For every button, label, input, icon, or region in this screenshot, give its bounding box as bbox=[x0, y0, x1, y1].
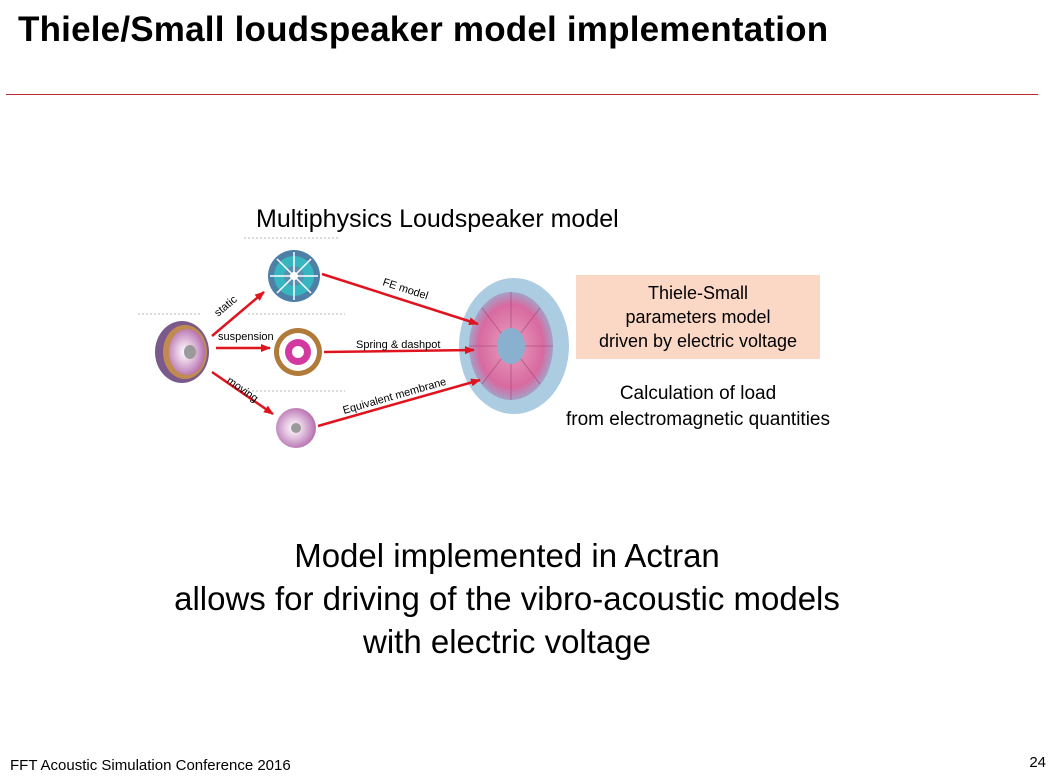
loudspeaker-diagram: static suspension moving FE model Spring… bbox=[138, 237, 569, 448]
combined-model-image bbox=[459, 278, 569, 414]
main-message-line-3: with electric voltage bbox=[363, 623, 651, 660]
calculation-note: Calculation of load from electromagnetic… bbox=[540, 381, 856, 433]
arrow-static bbox=[211, 291, 265, 337]
thiele-small-line-2: parameters model bbox=[625, 307, 771, 327]
label-spring-dashpot: Spring & dashpot bbox=[356, 339, 440, 351]
main-message-line-2: allows for driving of the vibro-acoustic… bbox=[174, 580, 840, 617]
thiele-small-box: Thiele-Small parameters model driven by … bbox=[576, 275, 820, 359]
arrow-fe-model bbox=[321, 272, 479, 326]
main-message-line-1: Model implemented in Actran bbox=[294, 537, 720, 574]
loudspeaker-assembly-image bbox=[138, 313, 209, 383]
main-message: Model implemented in Actran allows for d… bbox=[80, 534, 934, 663]
suspension-part-image bbox=[248, 313, 345, 376]
label-equivalent-membrane: Equivalent membrane bbox=[342, 376, 448, 417]
arrow-equivalent-membrane bbox=[317, 378, 481, 428]
thiele-small-line-1: Thiele-Small bbox=[647, 283, 749, 303]
figure-caption: Multiphysics Loudspeaker model bbox=[256, 205, 619, 233]
page-number: 24 bbox=[1029, 754, 1046, 771]
calculation-line-2: from electromagnetic quantities bbox=[565, 409, 830, 430]
slide-title: Thiele/Small loudspeaker model implement… bbox=[18, 10, 829, 49]
label-fe-model: FE model bbox=[381, 276, 429, 302]
label-moving: moving bbox=[224, 375, 260, 405]
thiele-small-line-3: driven by electric voltage bbox=[598, 331, 798, 351]
static-part-image bbox=[244, 237, 340, 302]
title-divider bbox=[6, 94, 1038, 95]
calculation-line-1: Calculation of load bbox=[619, 383, 777, 404]
arrow-moving bbox=[211, 370, 274, 416]
label-suspension: suspension bbox=[218, 331, 274, 343]
arrow-spring-dashpot bbox=[323, 346, 475, 355]
footer-conference: FFT Acoustic Simulation Conference 2016 bbox=[10, 757, 291, 774]
moving-part-image bbox=[248, 390, 345, 448]
